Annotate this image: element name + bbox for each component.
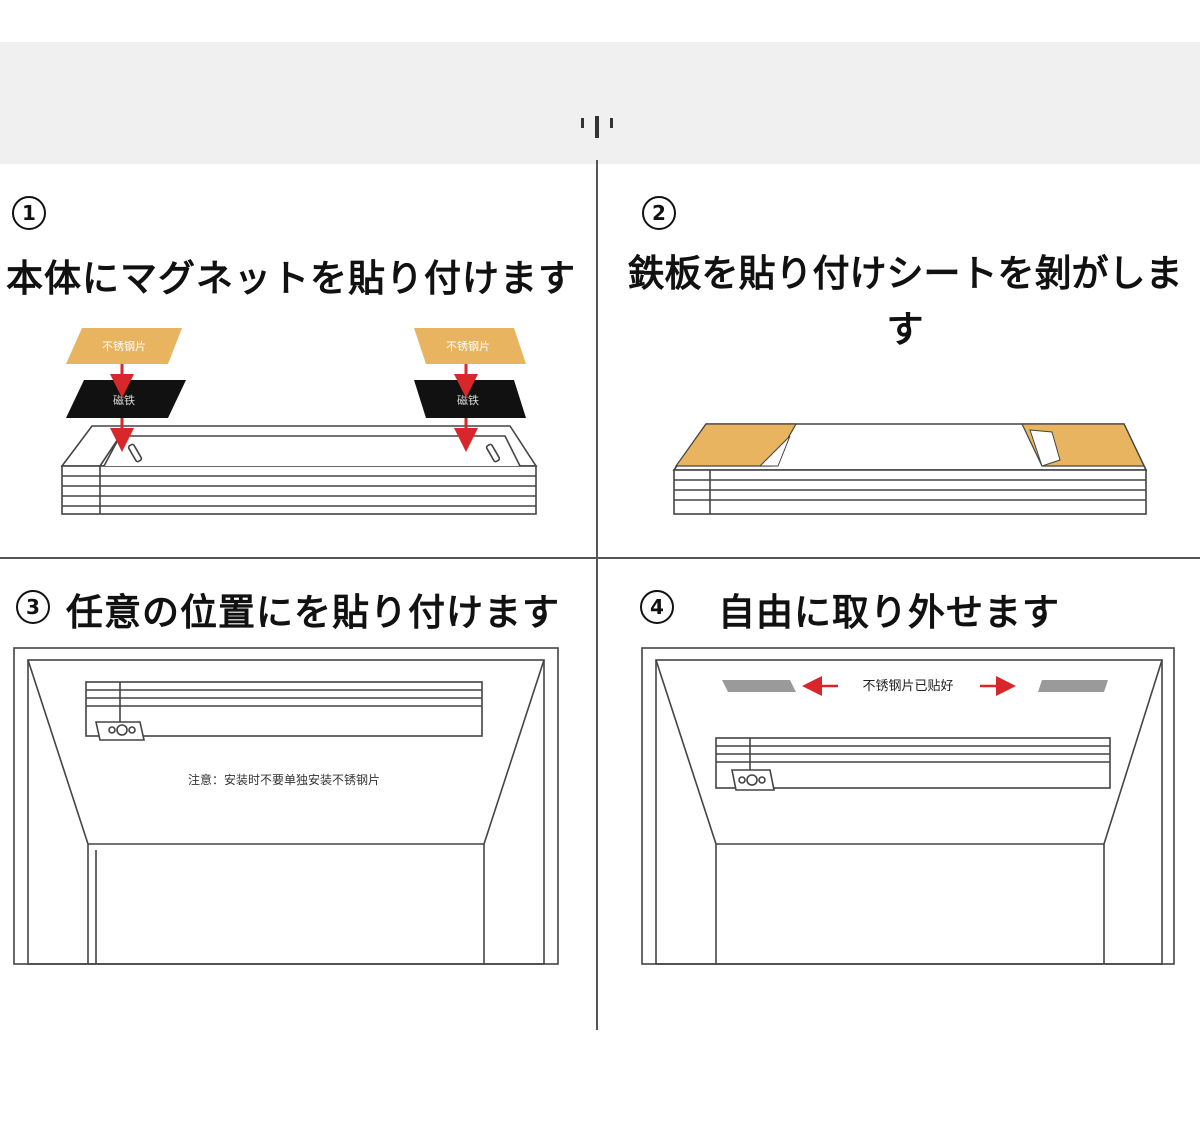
horizontal-divider [0,557,1200,559]
drag-handle-icon[interactable] [578,110,618,140]
vertical-divider [596,160,598,1030]
step-4-note: 不锈钢片已贴好 [862,679,953,694]
step-3-doorway [13,647,559,965]
step-4-doorway [641,647,1175,965]
step-2-number: 2 [642,196,676,230]
step-4-number: 4 [640,590,674,624]
step-1-number: 1 [12,196,46,230]
plate-label-right: 不锈钢片 [446,340,490,353]
plate-label: 不锈钢片 [102,340,146,353]
step-2-title: 鉄板を貼り付けシートを剝がします [627,252,1183,351]
top-bar [0,42,1200,164]
step-2-right-sheet [1021,423,1145,467]
step-3-title: 任意の位置にを貼り付けます [66,591,560,634]
step-1-right-magnet: 磁铁 [414,380,526,418]
step-1-left-plate: 不锈钢片 [66,328,182,364]
step-1-title: 本体にマグネットを貼り付けます [6,257,576,300]
step-1-light-bar [60,425,538,515]
step-3-number: 3 [16,590,50,624]
magnet-label: 磁铁 [113,394,135,407]
step-1-arrows [110,364,478,452]
step-2-left-sheet [674,423,798,467]
magnet-label-right: 磁铁 [457,394,479,407]
step-4-light-bar [715,737,1111,791]
step-3-light-bar [85,681,483,741]
step-3-note: 注意：安装时不要单独安装不锈钢片 [188,772,380,787]
step-4-title: 自由に取り外せます [718,591,1060,634]
step-1-left-magnet: 磁铁 [66,380,186,418]
step-1-right-plate: 不锈钢片 [414,328,526,364]
step-4-plates [722,680,1108,692]
